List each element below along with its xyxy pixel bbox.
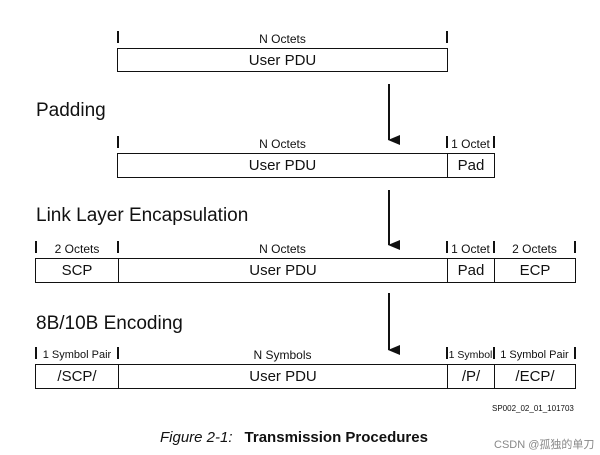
row4-ecp-box: /ECP/ (494, 364, 576, 389)
row4-pad-box: /P/ (447, 364, 495, 389)
row4-tick-2 (117, 347, 119, 359)
row2-n-octets-label: N Octets (259, 137, 306, 151)
row4-tick-5 (574, 347, 576, 359)
row3-user-pdu-box: User PDU (118, 258, 448, 283)
row3-tick-3 (446, 241, 448, 253)
row3-1-octet-label: 1 Octet (451, 242, 490, 256)
row2-user-pdu-box: User PDU (117, 153, 448, 178)
row3-2-octets-right-label: 2 Octets (512, 242, 557, 256)
row3-pad-box: Pad (447, 258, 495, 283)
row1-user-pdu-box: User PDU (117, 48, 448, 72)
row1-tick-right (446, 31, 448, 43)
watermark: CSDN @孤独的单刀 (494, 439, 595, 451)
row3-2-octets-left-label: 2 Octets (54, 242, 100, 256)
row4-tick-1 (35, 347, 37, 359)
figure-number: Figure 2-1: (160, 429, 233, 446)
heading-link-layer: Link Layer Encapsulation (36, 205, 249, 226)
row1-tick-left (117, 31, 119, 43)
row2-pad-box: Pad (447, 153, 495, 178)
row1-n-octets-label: N Octets (259, 32, 306, 46)
row4-tick-4 (493, 347, 495, 359)
row4-scp-box: /SCP/ (35, 364, 119, 389)
row2-tick-mid (446, 136, 448, 148)
row3-tick-2 (117, 241, 119, 253)
row2-tick-right (493, 136, 495, 148)
row4-1-symbol-pair-right-label: 1 Symbol Pair (500, 349, 569, 361)
row4-user-pdu-box: User PDU (118, 364, 448, 389)
figure-reference-id: SP002_02_01_101703 (492, 404, 574, 413)
row3-tick-1 (35, 241, 37, 253)
row2-tick-left (117, 136, 119, 148)
row3-n-octets-label: N Octets (259, 242, 306, 256)
row3-tick-5 (574, 241, 576, 253)
row3-scp-box: SCP (35, 258, 119, 283)
row2-1-octet-label: 1 Octet (451, 137, 490, 151)
figure-caption: Figure 2-1: Transmission Procedures (160, 429, 428, 446)
row4-1-symbol-label: 1 Symbol (448, 349, 493, 361)
row3-ecp-box: ECP (494, 258, 576, 283)
row4-n-symbols-label: N Symbols (253, 348, 312, 362)
row4-tick-3 (446, 347, 448, 359)
row3-tick-4 (493, 241, 495, 253)
figure-title: Transmission Procedures (244, 429, 428, 446)
heading-padding: Padding (36, 100, 106, 121)
heading-8b10b: 8B/10B Encoding (36, 313, 183, 334)
row4-1-symbol-pair-left-label: 1 Symbol Pair (42, 349, 112, 361)
